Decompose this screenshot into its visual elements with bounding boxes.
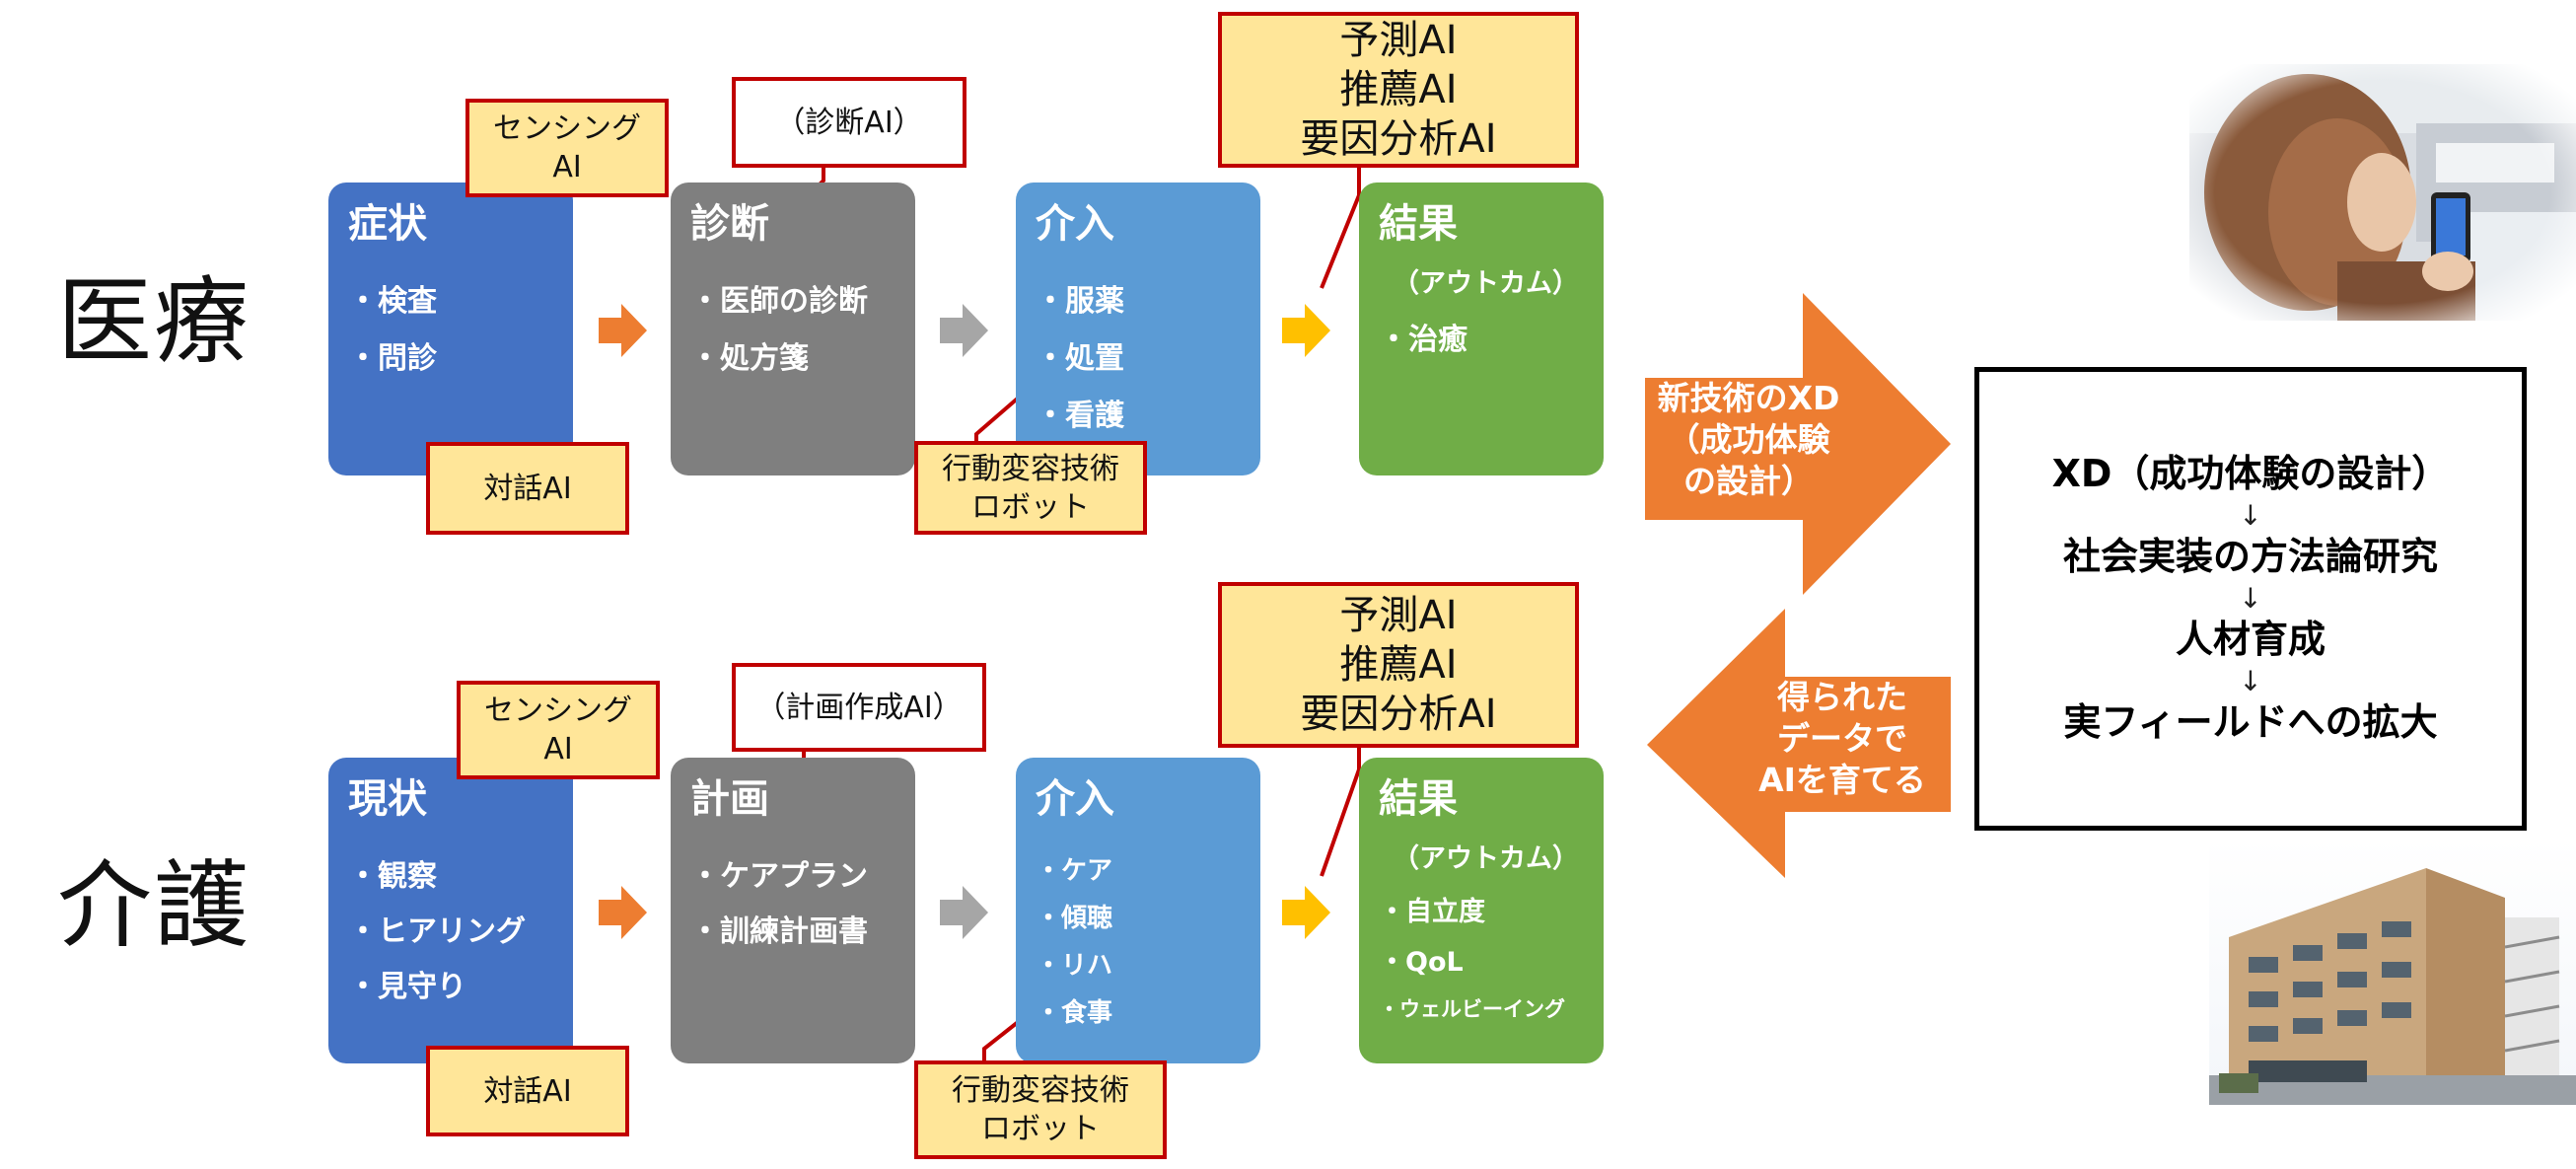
row-label-care: 介護: [57, 850, 250, 961]
callout-predict-ai-medical: 予測AI 推薦AI 要因分析AI: [1218, 12, 1579, 168]
flow-step: 実フィールドへの拡大: [2063, 700, 2438, 745]
flow-down-arrow: ↓: [2239, 498, 2262, 532]
box-title: 現状: [348, 776, 427, 822]
callout-line: 要因分析AI: [1300, 116, 1497, 162]
callout-line: 予測AI: [1339, 593, 1458, 638]
list-item: ケア: [1036, 858, 1241, 884]
arrow-line: の設計）: [1683, 462, 1814, 501]
list-item: 観察: [348, 862, 553, 892]
flow-down-arrow: ↓: [2239, 664, 2262, 697]
box-intervention-care: 介入 ケア 傾聴 リハ 食事: [1016, 758, 1260, 1063]
list-item: ケアプラン: [690, 862, 895, 892]
small-arrow-gray-medical: [940, 304, 988, 357]
callout-line: ロボット: [981, 1112, 1100, 1146]
callout-plan-ai: （計画作成AI）: [732, 663, 986, 752]
callout-line: センシング: [493, 111, 641, 146]
connector-predict-medical: [1320, 168, 1361, 289]
big-arrow-right-text: 新技術のXD （成功体験 の設計）: [1645, 378, 1852, 503]
box-subtitle: （アウトカム）: [1393, 268, 1579, 299]
callout-line: 予測AI: [1339, 18, 1458, 63]
big-arrow-left-text: 得られた データで AIを育てる: [1734, 677, 1951, 802]
big-arrow-left: [1647, 609, 1951, 878]
box-symptom: 症状 検査 問診: [328, 183, 573, 475]
arrow-line: 新技術のXD: [1657, 379, 1840, 417]
list-item: 傾聴: [1036, 906, 1241, 931]
callout-line: 行動変容技術: [952, 1073, 1129, 1108]
callout-line: ロボット: [971, 489, 1090, 525]
row-label-medical: 医療: [57, 266, 250, 377]
callout-line: 推薦AI: [1339, 642, 1458, 688]
list-item: 問診: [348, 344, 553, 374]
box-result-medical: 結果 （アウトカム） 治癒: [1359, 183, 1604, 475]
callout-behavior-robot-care: 行動変容技術 ロボット: [914, 1060, 1167, 1159]
callout-predict-ai-care: 予測AI 推薦AI 要因分析AI: [1218, 582, 1579, 748]
list-item: 看護: [1036, 402, 1241, 431]
connector-predict-care: [1320, 748, 1361, 877]
box-status: 現状 観察 ヒアリング 見守り: [328, 758, 573, 1063]
flow-step: 社会実装の方法論研究: [2062, 535, 2438, 579]
list-item: 処置: [1036, 344, 1241, 374]
small-arrow-orange-medical: [599, 304, 647, 357]
photo-care-facility-building: [2209, 839, 2576, 1105]
box-title: 結果: [1379, 201, 1458, 247]
arrow-line: 得られた: [1777, 678, 1907, 716]
flow-step: XD（成功体験の設計）: [2051, 452, 2450, 496]
callout-line: 対話AI: [483, 471, 572, 506]
list-item: リハ: [1036, 953, 1241, 979]
small-arrow-yellow-care: [1282, 886, 1330, 939]
callout-dialogue-ai-care: 対話AI: [426, 1046, 629, 1136]
callout-line: （計画作成AI）: [755, 690, 963, 725]
list-item: ヒアリング: [348, 917, 553, 947]
list-item: 医師の診断: [690, 287, 895, 317]
arrow-line: データで: [1777, 719, 1907, 759]
arrow-line: AIを育てる: [1758, 761, 1926, 800]
callout-behavior-robot-medical: 行動変容技術 ロボット: [914, 441, 1147, 535]
box-intervention-medical: 介入 服薬 処置 看護: [1016, 183, 1260, 475]
box-title: 症状: [348, 201, 427, 247]
list-item: 自立度: [1379, 899, 1584, 925]
callout-diagnosis-ai: （診断AI）: [732, 77, 966, 168]
flow-down-arrow: ↓: [2239, 581, 2262, 615]
big-arrow-right: [1645, 293, 1951, 595]
list-item: ウェルビーイング: [1379, 999, 1584, 1020]
callout-line: センシング: [484, 694, 632, 728]
box-title: 結果: [1379, 776, 1458, 822]
list-item: 食事: [1036, 1000, 1241, 1026]
callout-line: 行動変容技術: [942, 451, 1119, 486]
flow-step: 人材育成: [2175, 618, 2326, 662]
callout-line: AI: [552, 150, 582, 184]
box-title: 介入: [1036, 776, 1114, 822]
callout-dialogue-ai-medical: 対話AI: [426, 442, 629, 535]
callout-sensing-ai-medical: センシング AI: [465, 99, 669, 197]
small-arrow-orange-care: [599, 886, 647, 939]
box-subtitle: （アウトカム）: [1393, 843, 1579, 874]
list-item: 訓練計画書: [690, 917, 895, 947]
photo-caregiver-smartphone: [2189, 64, 2576, 321]
research-flow-box: XD（成功体験の設計） ↓ 社会実装の方法論研究 ↓ 人材育成 ↓ 実フィールド…: [1974, 367, 2527, 831]
callout-line: AI: [543, 732, 573, 767]
list-item: QoL: [1379, 949, 1584, 976]
box-title: 介入: [1036, 201, 1114, 247]
box-title: 診断: [690, 201, 769, 247]
list-item: 処方箋: [690, 344, 895, 374]
list-item: 治癒: [1379, 326, 1584, 355]
callout-line: （診断AI）: [775, 105, 923, 140]
small-arrow-yellow-medical: [1282, 304, 1330, 357]
callout-line: 要因分析AI: [1300, 692, 1497, 737]
list-item: 検査: [348, 287, 553, 317]
callout-sensing-ai-care: センシング AI: [457, 681, 660, 779]
box-diagnosis: 診断 医師の診断 処方箋: [671, 183, 915, 475]
box-plan: 計画 ケアプラン 訓練計画書: [671, 758, 915, 1063]
arrow-line: （成功体験: [1667, 420, 1830, 460]
small-arrow-gray-care: [940, 886, 988, 939]
list-item: 服薬: [1036, 287, 1241, 317]
list-item: 見守り: [348, 973, 553, 1002]
callout-line: 対話AI: [483, 1073, 572, 1109]
box-title: 計画: [690, 776, 769, 822]
box-result-care: 結果 （アウトカム） 自立度 QoL ウェルビーイング: [1359, 758, 1604, 1063]
callout-line: 推薦AI: [1339, 67, 1458, 112]
